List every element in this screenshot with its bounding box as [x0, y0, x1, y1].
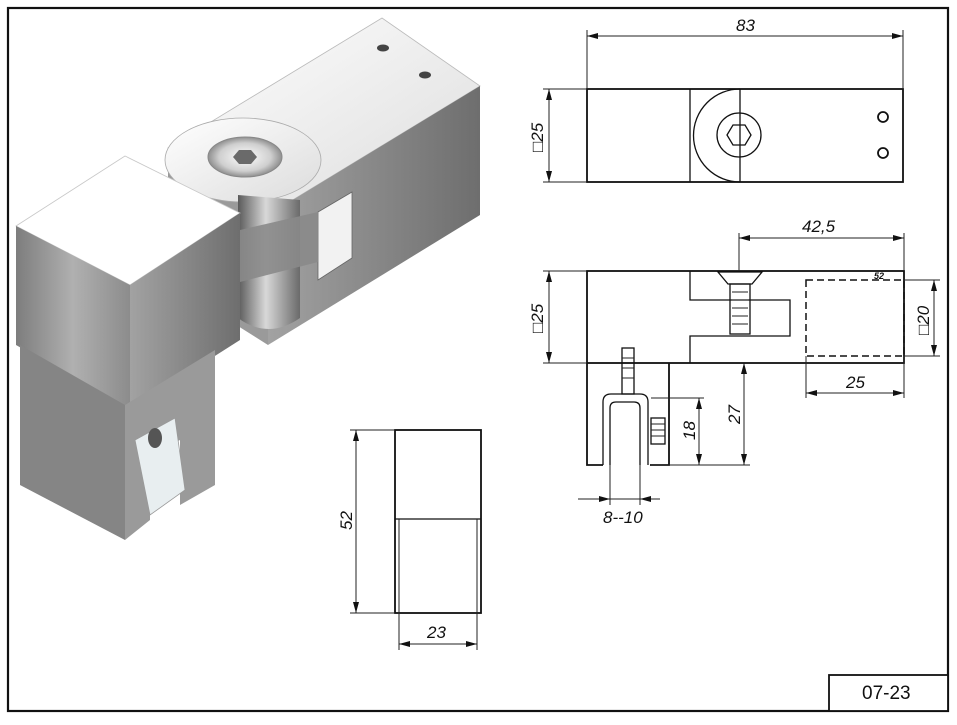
isometric-view [15, 17, 481, 540]
dim-side-height-52: 52 [337, 511, 356, 530]
dim-tube-length-25: 25 [845, 373, 865, 392]
dim-width-25: □25 [528, 122, 547, 152]
top-hole-1 [877, 111, 889, 123]
glass-pane [134, 417, 186, 516]
dim-drop-27: 27 [725, 405, 744, 425]
block-side-face [130, 213, 240, 410]
dim-side-width-23: 23 [426, 623, 446, 642]
dim-tube-20: □20 [914, 305, 933, 335]
dim-offset-42-5: 42,5 [802, 217, 836, 236]
small-hole-1 [377, 44, 389, 52]
block-front-face [16, 226, 130, 410]
dim-length-83: 83 [736, 16, 755, 35]
front-view: 52 42,5 □25 □20 [528, 217, 940, 527]
code-box [828, 674, 949, 712]
countersunk-screw [716, 271, 764, 285]
dim-height-25: □25 [528, 303, 547, 333]
top-bolt-outer [716, 112, 762, 158]
clamp-screw [148, 428, 162, 448]
arm-front-face [268, 86, 480, 345]
top-bolt-hex [726, 124, 752, 146]
hinge-link [240, 212, 318, 282]
side-view: 52 23 [337, 429, 482, 650]
set-screw [621, 347, 635, 395]
tube-hidden-outline [805, 279, 905, 357]
top-hole-2 [877, 147, 889, 159]
hex-socket [233, 150, 257, 164]
dim-glass-slot-18: 18 [680, 421, 699, 440]
drawing-code: 07-23 [862, 683, 911, 704]
top-view: 83 □25 [528, 16, 904, 183]
small-hole-2 [419, 71, 431, 79]
clamp-front-face [20, 345, 125, 540]
small-mark-52: 52 [874, 271, 884, 281]
dim-glass-thickness: 8--10 [603, 508, 643, 527]
